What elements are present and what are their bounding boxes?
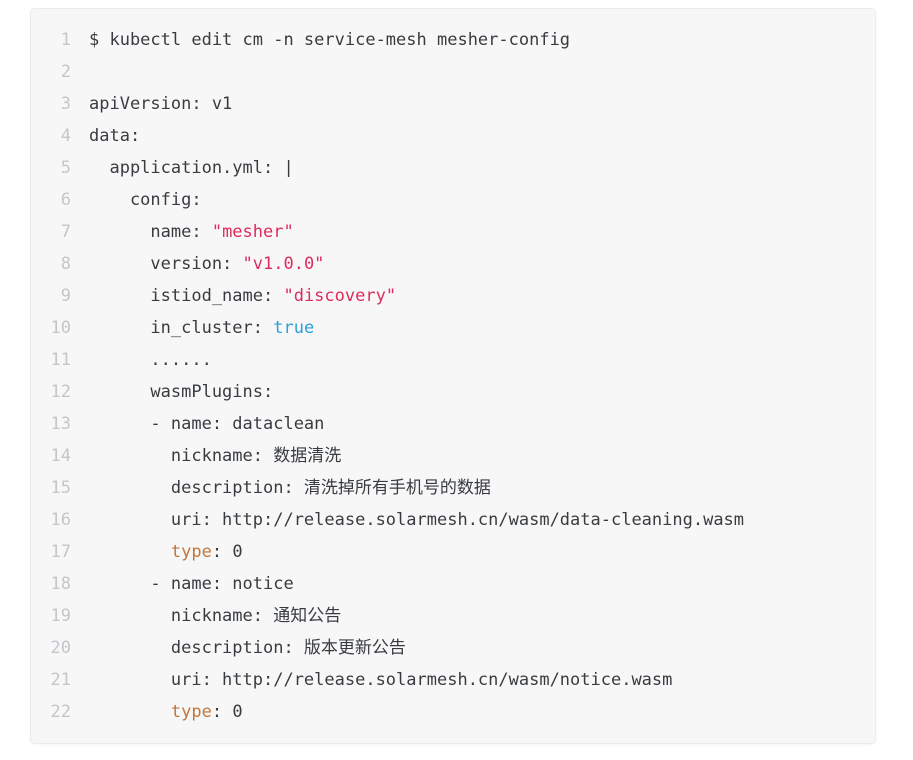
code-token: description: 清洗掉所有手机号的数据 — [89, 478, 491, 498]
line-number: 16 — [50, 510, 71, 530]
line-number: 10 — [50, 318, 71, 338]
line-number: 7 — [60, 222, 71, 242]
code-line: 6 config: — [31, 184, 875, 216]
code-text: $ kubectl edit cm -n service-mesh mesher… — [89, 24, 570, 56]
code-line: 12 wasmPlugins: — [31, 376, 875, 408]
code-line: 2 — [31, 56, 875, 88]
code-text: - name: notice — [89, 568, 294, 600]
code-token: uri: http://release.solarmesh.cn/wasm/no… — [89, 670, 673, 690]
code-line: 21 uri: http://release.solarmesh.cn/wasm… — [31, 664, 875, 696]
line-number: 6 — [60, 190, 71, 210]
line-number: 5 — [60, 158, 71, 178]
string-token: "mesher" — [211, 222, 294, 242]
line-number: 13 — [50, 414, 71, 434]
string-token: "discovery" — [283, 286, 397, 306]
code-line: 18 - name: notice — [31, 568, 875, 600]
code-text: version: "v1.0.0" — [89, 248, 324, 280]
code-text: wasmPlugins: — [89, 376, 273, 408]
code-line: 10 in_cluster: true — [31, 312, 875, 344]
code-token: config: — [89, 190, 202, 210]
literal-token: true — [273, 318, 315, 338]
code-token: description: 版本更新公告 — [89, 638, 406, 658]
code-token: ...... — [89, 350, 212, 370]
line-number: 4 — [60, 126, 71, 146]
code-line: 9 istiod_name: "discovery" — [31, 280, 875, 312]
code-token: version: — [89, 254, 243, 274]
line-number: 1 — [60, 30, 71, 50]
line-number: 18 — [50, 574, 71, 594]
code-token: wasmPlugins: — [89, 382, 274, 402]
code-line: 13 - name: dataclean — [31, 408, 875, 440]
code-token: nickname: 通知公告 — [89, 606, 342, 626]
code-block: 1 $ kubectl edit cm -n service-mesh meshe… — [30, 8, 876, 744]
code-text: in_cluster: true — [89, 312, 314, 344]
code-line: 1 $ kubectl edit cm -n service-mesh meshe… — [31, 24, 875, 56]
code-text: istiod_name: "discovery" — [89, 280, 396, 312]
code-line: 7 name: "mesher" — [31, 216, 875, 248]
code-text: nickname: 通知公告 — [89, 600, 341, 632]
code-line: 15 description: 清洗掉所有手机号的数据 — [31, 472, 875, 504]
code-token: - name: dataclean — [89, 414, 325, 434]
code-token — [89, 542, 171, 562]
code-text: application.yml: | — [89, 152, 294, 184]
code-token: istiod_name: — [89, 286, 284, 306]
code-line: 17 type: 0 — [31, 536, 875, 568]
code-token: name: — [89, 222, 212, 242]
code-token: data: — [89, 126, 141, 146]
line-number: 8 — [60, 254, 71, 274]
code-text: description: 清洗掉所有手机号的数据 — [89, 472, 491, 504]
code-text: ...... — [89, 344, 212, 376]
keyword-token: type — [170, 542, 212, 562]
code-lines: 1 $ kubectl edit cm -n service-mesh meshe… — [31, 24, 875, 728]
code-token: apiVersion: v1 — [89, 94, 233, 114]
code-token: - name: notice — [89, 574, 294, 594]
code-line: 16 uri: http://release.solarmesh.cn/wasm… — [31, 504, 875, 536]
code-text: uri: http://release.solarmesh.cn/wasm/da… — [89, 504, 744, 536]
code-token: : 0 — [211, 702, 243, 722]
line-number: 15 — [50, 478, 71, 498]
code-token: uri: http://release.solarmesh.cn/wasm/da… — [89, 510, 745, 530]
code-text: name: "mesher" — [89, 216, 294, 248]
code-line: 22 type: 0 — [31, 696, 875, 728]
string-token: "v1.0.0" — [242, 254, 325, 274]
code-text: config: — [89, 184, 202, 216]
line-number: 22 — [50, 702, 71, 722]
code-text: nickname: 数据清洗 — [89, 440, 341, 472]
line-number: 2 — [60, 62, 71, 82]
line-number: 20 — [50, 638, 71, 658]
code-text: type: 0 — [89, 696, 243, 728]
code-token: nickname: 数据清洗 — [89, 446, 342, 466]
code-line: 20 description: 版本更新公告 — [31, 632, 875, 664]
line-number: 19 — [50, 606, 71, 626]
code-token: $ kubectl edit cm -n service-mesh mesher… — [89, 30, 571, 50]
code-text: type: 0 — [89, 536, 243, 568]
code-line: 5 application.yml: | — [31, 152, 875, 184]
line-number: 11 — [50, 350, 71, 370]
keyword-token: type — [170, 702, 212, 722]
line-number: 9 — [60, 286, 71, 306]
code-token: application.yml: | — [89, 158, 294, 178]
code-text: apiVersion: v1 — [89, 88, 232, 120]
code-text: description: 版本更新公告 — [89, 632, 406, 664]
code-line: 3 apiVersion: v1 — [31, 88, 875, 120]
code-token — [89, 702, 171, 722]
code-text: - name: dataclean — [89, 408, 324, 440]
code-line: 4 data: — [31, 120, 875, 152]
line-number: 3 — [60, 94, 71, 114]
code-line: 11 ...... — [31, 344, 875, 376]
line-number: 14 — [50, 446, 71, 466]
code-token: : 0 — [211, 542, 243, 562]
code-line: 19 nickname: 通知公告 — [31, 600, 875, 632]
code-text: data: — [89, 120, 140, 152]
line-number: 21 — [50, 670, 71, 690]
code-token: in_cluster: — [89, 318, 274, 338]
line-number: 17 — [50, 542, 71, 562]
code-text: uri: http://release.solarmesh.cn/wasm/no… — [89, 664, 673, 696]
code-line: 14 nickname: 数据清洗 — [31, 440, 875, 472]
line-number: 12 — [50, 382, 71, 402]
code-line: 8 version: "v1.0.0" — [31, 248, 875, 280]
